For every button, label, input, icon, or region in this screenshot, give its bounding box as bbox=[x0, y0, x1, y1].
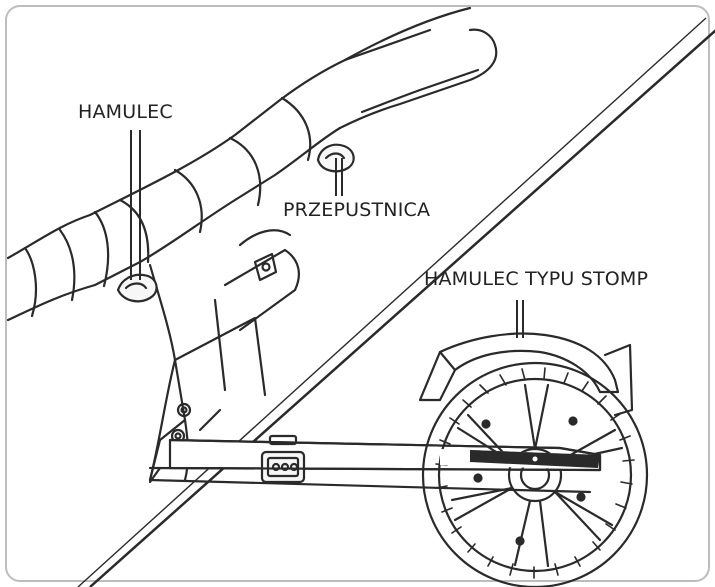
label-throttle: PRZEPUSTNICA bbox=[283, 199, 430, 221]
outer-frame bbox=[6, 6, 709, 581]
label-brake: HAMULEC bbox=[78, 101, 173, 123]
label-stomp-brake: HAMULEC TYPU STOMP bbox=[424, 268, 648, 290]
